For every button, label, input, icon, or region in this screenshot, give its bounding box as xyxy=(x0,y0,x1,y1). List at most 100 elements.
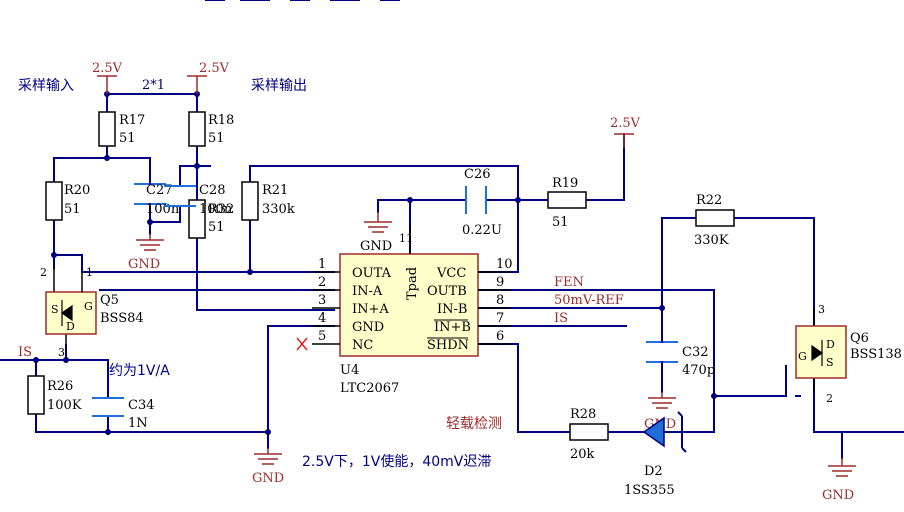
svg-text:4: 4 xyxy=(318,311,326,326)
svg-text:R32: R32 xyxy=(208,202,234,217)
svg-text:3: 3 xyxy=(58,346,65,359)
svg-text:Tpad: Tpad xyxy=(405,267,420,300)
svg-text:D: D xyxy=(66,320,75,333)
svg-text:51: 51 xyxy=(552,215,569,230)
resistor-r28: R28 20k xyxy=(569,407,609,462)
svg-text:R28: R28 xyxy=(570,407,596,422)
capacitor-c28: C28 100n xyxy=(164,183,233,217)
svg-text:2.5V: 2.5V xyxy=(199,61,230,76)
svg-text:U4: U4 xyxy=(340,363,359,378)
svg-text:3: 3 xyxy=(318,293,326,308)
svg-text:5: 5 xyxy=(318,329,326,344)
svg-text:S: S xyxy=(826,356,834,369)
net-label-2x1: 2*1 xyxy=(142,78,165,93)
label-sample-output: 采样输出 xyxy=(251,78,307,94)
label-light-load: 轻载检测 xyxy=(446,416,502,432)
ic-u4: 11 Tpad 1 2 3 4 5 OUTA IN-A IN+A GND NC … xyxy=(296,226,513,396)
diode-d2: D2 1SS355 xyxy=(624,411,687,498)
resistor-r19: R19 51 xyxy=(547,176,587,230)
resistor-r22: R22 330K xyxy=(694,193,735,248)
net-label-is-left: IS xyxy=(18,345,32,360)
svg-text:8: 8 xyxy=(496,293,504,308)
svg-text:D2: D2 xyxy=(644,464,663,479)
svg-text:51: 51 xyxy=(64,202,81,217)
svg-text:OUTA: OUTA xyxy=(352,266,392,281)
label-approx: 约为1V/A xyxy=(109,363,170,379)
svg-text:GND: GND xyxy=(252,471,284,486)
svg-text:100K: 100K xyxy=(47,398,82,413)
resistor-r26: R26 100K xyxy=(27,375,82,415)
svg-text:100n: 100n xyxy=(146,202,180,217)
resistor-r20: R20 51 xyxy=(45,181,90,221)
svg-text:BSS84: BSS84 xyxy=(100,311,144,326)
capacitor-c26: C26 0.22U xyxy=(462,167,502,238)
svg-text:20k: 20k xyxy=(570,447,595,462)
svg-text:10: 10 xyxy=(496,257,513,272)
svg-text:G: G xyxy=(798,350,807,363)
svg-text:OUTB: OUTB xyxy=(427,284,467,299)
svg-text:330k: 330k xyxy=(262,202,295,217)
vcc-right: 2.5V xyxy=(610,116,641,148)
svg-text:11: 11 xyxy=(399,232,413,245)
svg-text:Q5: Q5 xyxy=(100,293,119,308)
annotations: 采样输入 采样输出 2*1 约为1V/A IS 轻载检测 2.5V下，1V使能，… xyxy=(18,78,630,470)
label-sample-input: 采样输入 xyxy=(18,78,74,94)
svg-text:2.5V: 2.5V xyxy=(92,61,123,76)
svg-text:2: 2 xyxy=(318,275,326,290)
svg-text:Q6: Q6 xyxy=(850,331,869,346)
capacitor-c27: C27 100n xyxy=(134,181,180,217)
vcc-mid: 2.5V xyxy=(187,61,230,94)
mosfet-q5: S D G 2 1 3 Q5 BSS84 xyxy=(40,266,144,359)
svg-text:C28: C28 xyxy=(199,183,226,198)
svg-text:NC: NC xyxy=(352,338,373,353)
svg-text:2: 2 xyxy=(826,392,833,405)
mosfet-q6: G D S 3 2 Q6 BSS138 xyxy=(795,303,902,405)
svg-text:SHDN: SHDN xyxy=(427,338,469,353)
svg-text:C32: C32 xyxy=(682,345,709,360)
svg-text:GND: GND xyxy=(352,320,384,335)
svg-text:51: 51 xyxy=(208,131,225,146)
svg-text:IN+A: IN+A xyxy=(352,302,389,317)
svg-text:470p: 470p xyxy=(682,363,715,378)
svg-text:C26: C26 xyxy=(464,167,491,182)
svg-text:1: 1 xyxy=(86,266,93,279)
label-note: 2.5V下，1V使能，40mV迟滞 xyxy=(302,453,491,470)
svg-text:6: 6 xyxy=(496,329,504,344)
svg-text:LTC2067: LTC2067 xyxy=(340,381,399,396)
gnd-symbol-u4: GND xyxy=(360,212,392,254)
svg-text:IN+B: IN+B xyxy=(434,320,471,335)
net-label-fen: FEN xyxy=(554,275,584,290)
svg-text:7: 7 xyxy=(496,311,504,326)
svg-text:51: 51 xyxy=(119,131,136,146)
resistor-r18: R18 51 xyxy=(188,111,234,147)
gnd-symbol-c34: GND xyxy=(252,448,284,486)
svg-text:IN-B: IN-B xyxy=(437,302,467,317)
svg-text:S: S xyxy=(51,303,59,316)
svg-text:R17: R17 xyxy=(119,113,145,128)
net-label-is: IS xyxy=(554,311,568,326)
svg-text:G: G xyxy=(84,300,93,313)
svg-text:R26: R26 xyxy=(47,379,73,394)
net-label-ref: 50mV-REF xyxy=(554,293,624,308)
svg-text:0.22U: 0.22U xyxy=(462,223,502,238)
svg-text:C34: C34 xyxy=(128,398,155,413)
gnd-symbol-q6: GND xyxy=(822,458,856,503)
svg-text:3: 3 xyxy=(818,303,825,316)
svg-text:VCC: VCC xyxy=(436,266,466,281)
svg-text:1: 1 xyxy=(318,257,326,272)
svg-text:2.5V: 2.5V xyxy=(610,116,641,131)
resistor-r21: R21 330k xyxy=(241,181,295,221)
svg-text:100n: 100n xyxy=(199,202,233,217)
svg-text:BSS138: BSS138 xyxy=(850,347,902,362)
svg-text:GND: GND xyxy=(360,239,392,254)
svg-text:R21: R21 xyxy=(262,183,288,198)
vcc-left: 2.5V xyxy=(92,61,123,94)
svg-text:2: 2 xyxy=(40,266,47,279)
resistor-r32: R32 51 xyxy=(188,199,234,239)
capacitor-c32: C32 470p xyxy=(646,339,715,378)
svg-text:R19: R19 xyxy=(552,176,578,191)
svg-text:R22: R22 xyxy=(696,193,722,208)
svg-text:IN-A: IN-A xyxy=(352,284,383,299)
junction-dots xyxy=(33,91,717,435)
